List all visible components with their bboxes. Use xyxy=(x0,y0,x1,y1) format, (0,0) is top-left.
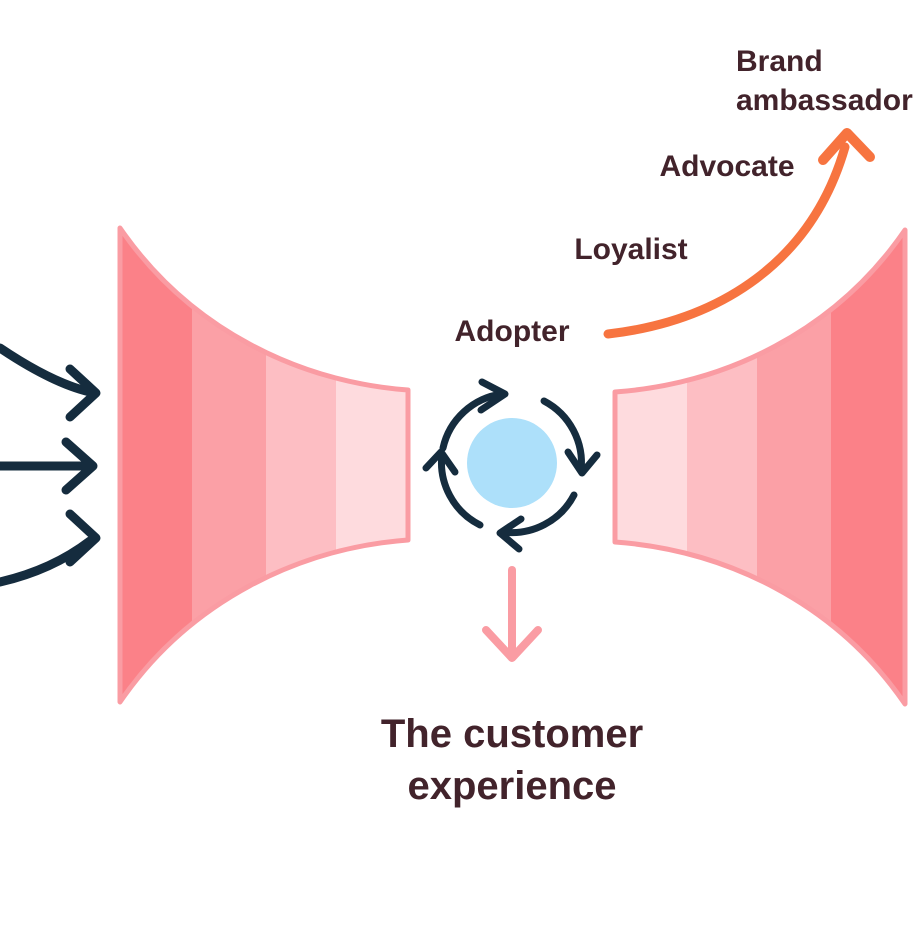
funnel-stripe xyxy=(336,228,408,702)
right-funnel-outline xyxy=(612,227,908,707)
inbound-arrow-bottom-icon xyxy=(0,509,101,587)
funnel-stripe xyxy=(687,230,757,704)
funnel-stripe xyxy=(120,228,192,702)
label-adopter: Adopter xyxy=(454,315,570,348)
curved-growth-arrow-icon xyxy=(603,128,875,339)
label-brand-ambassador: Brand ambassador xyxy=(736,45,913,117)
funnel-stripe xyxy=(757,230,831,704)
left-funnel-outline xyxy=(117,225,411,705)
left-funnel xyxy=(117,225,411,705)
customer-circle xyxy=(467,418,557,508)
funnel-stripe xyxy=(192,228,266,702)
funnel-stripe xyxy=(266,228,336,702)
down-arrow-icon xyxy=(482,566,542,662)
label-loyalist: Loyalist xyxy=(574,233,688,266)
cycle-arrows-icon xyxy=(422,378,601,553)
inbound-arrow-middle-icon xyxy=(0,437,98,495)
label-advocate: Advocate xyxy=(659,150,795,183)
diagram-title: The customer experience xyxy=(380,712,644,808)
inbound-arrow-top-icon xyxy=(0,343,101,422)
three-inbound-arrows-icon xyxy=(0,343,101,587)
funnel-stripe xyxy=(615,230,687,704)
funnel-stripe xyxy=(831,230,905,704)
